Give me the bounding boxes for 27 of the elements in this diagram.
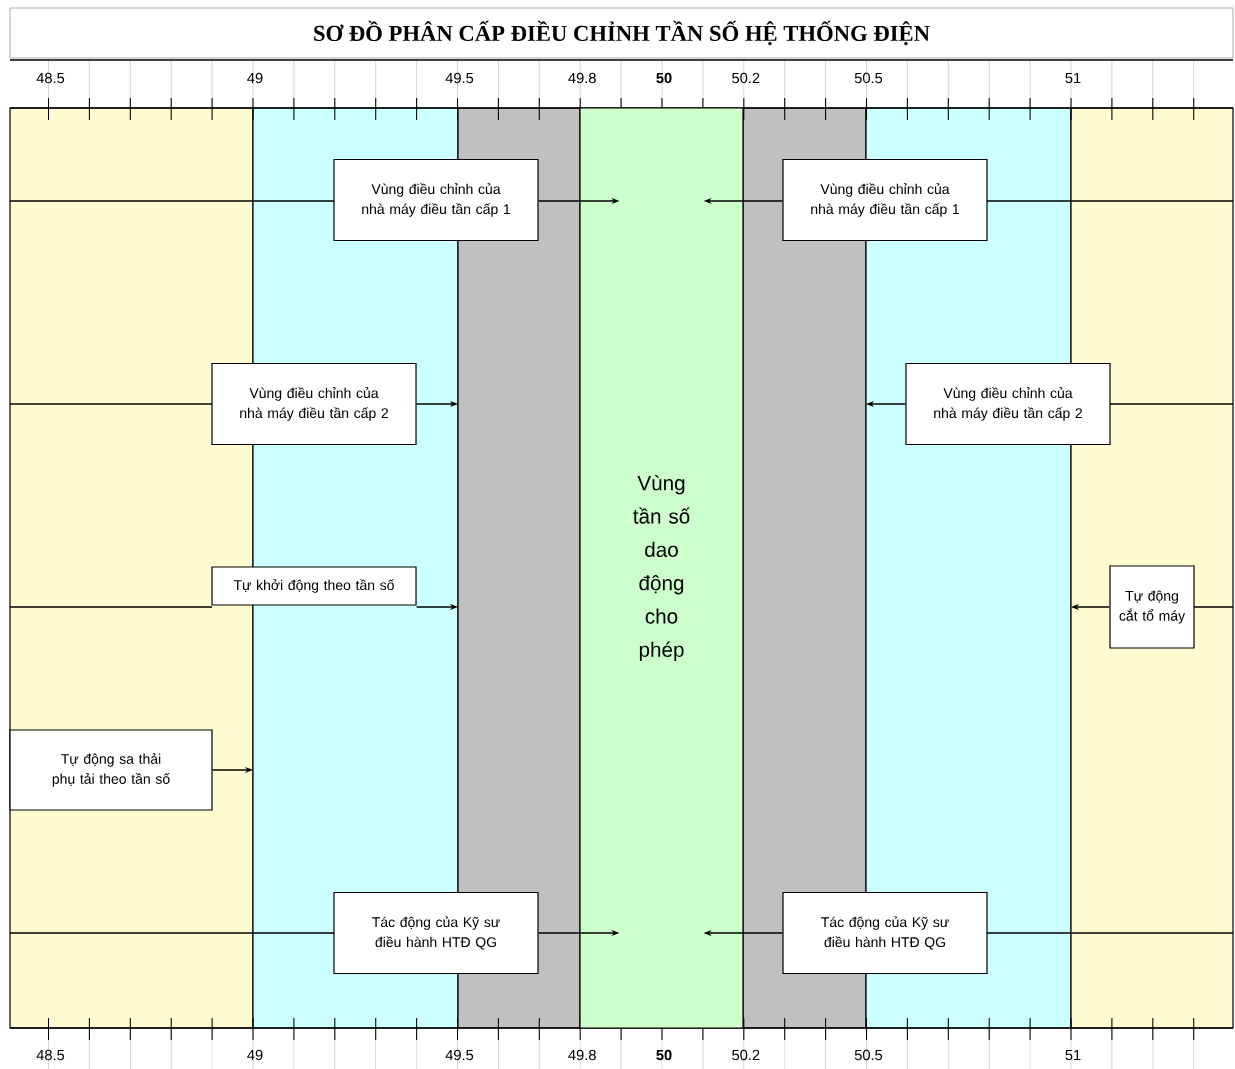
text-box: Vùng điều chỉnh của nhà máy điều tần cấp 2 (211, 362, 417, 446)
tick-label: 50.2 (732, 72, 760, 84)
tick-label: 50.5 (854, 1049, 883, 1061)
title: SƠ ĐỒ PHÂN CẤP ĐIỀU CHỈNH TẦN SỐ HỆ THỐNG ĐIỆN (9, 7, 1234, 59)
tick-label: 49 (247, 1049, 263, 1061)
tick-label: 49 (247, 72, 263, 84)
tick-label: 50 (656, 72, 672, 84)
text-box: Tác động của Kỹ sư điều hành HTĐ QG (782, 891, 988, 975)
tick-label: 49.8 (568, 1049, 596, 1061)
text-box: Tự động cắt tổ máy (1109, 565, 1195, 649)
tick-label: 48.5 (36, 72, 65, 84)
tick-label: 50 (656, 1049, 672, 1061)
tick-label: 51 (1065, 1049, 1081, 1061)
tick-label: 50.5 (854, 72, 883, 84)
tick-label: 48.5 (36, 1049, 65, 1061)
text-box: Vùng điều chỉnh của nhà máy điều tần cấp 2 (905, 362, 1111, 446)
text-box: Tác động của Kỹ sư điều hành HTĐ QG (333, 891, 539, 975)
tick-label: 49.5 (445, 72, 474, 84)
text-box: Vùng điều chỉnh của nhà máy điều tần cấp 1 (333, 158, 539, 242)
text-box: Tự khởi động theo tần số (211, 566, 417, 606)
text-box: Vùng điều chỉnh của nhà máy điều tần cấp 1 (782, 158, 988, 242)
tick-label: 50.2 (732, 1049, 760, 1061)
frequency-band: Vùng tần số dao động cho phép (579, 107, 744, 1029)
tick-label: 49.8 (568, 72, 596, 84)
tick-label: 49.5 (445, 1049, 474, 1061)
text-box: Tự động sa thải phụ tải theo tần số (9, 729, 213, 811)
tick-label: 51 (1065, 72, 1081, 84)
